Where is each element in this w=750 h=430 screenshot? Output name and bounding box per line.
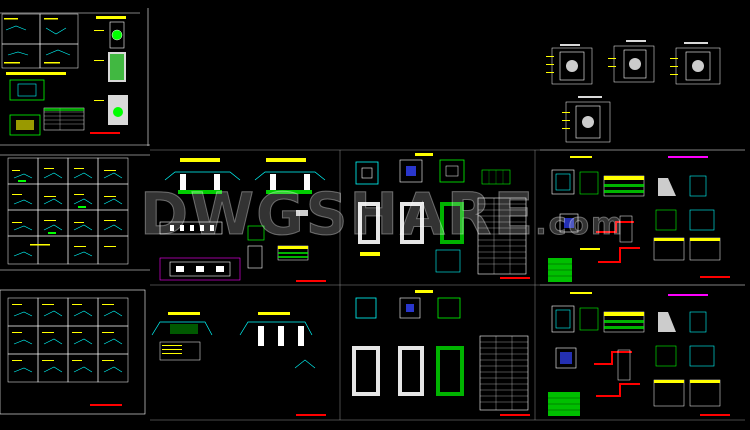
sheet-middle-left bbox=[0, 154, 150, 271]
pit-details-lower bbox=[540, 284, 745, 416]
sheet-boundaries bbox=[150, 149, 745, 421]
manhole-details-lower bbox=[352, 290, 530, 416]
sheet-bottom-left bbox=[0, 289, 146, 415]
dwgshare-watermark: DWGSHARE.com bbox=[139, 180, 622, 250]
section-details-upper bbox=[159, 158, 326, 282]
box-details-top-right bbox=[546, 40, 721, 143]
watermark-main: DWGSHARE bbox=[139, 180, 536, 249]
watermark-tld: .com bbox=[535, 207, 625, 243]
sheet-top-left bbox=[0, 8, 150, 146]
manhole-details-upper bbox=[355, 153, 530, 279]
pit-details-upper bbox=[540, 149, 745, 282]
section-details-lower bbox=[151, 312, 326, 416]
